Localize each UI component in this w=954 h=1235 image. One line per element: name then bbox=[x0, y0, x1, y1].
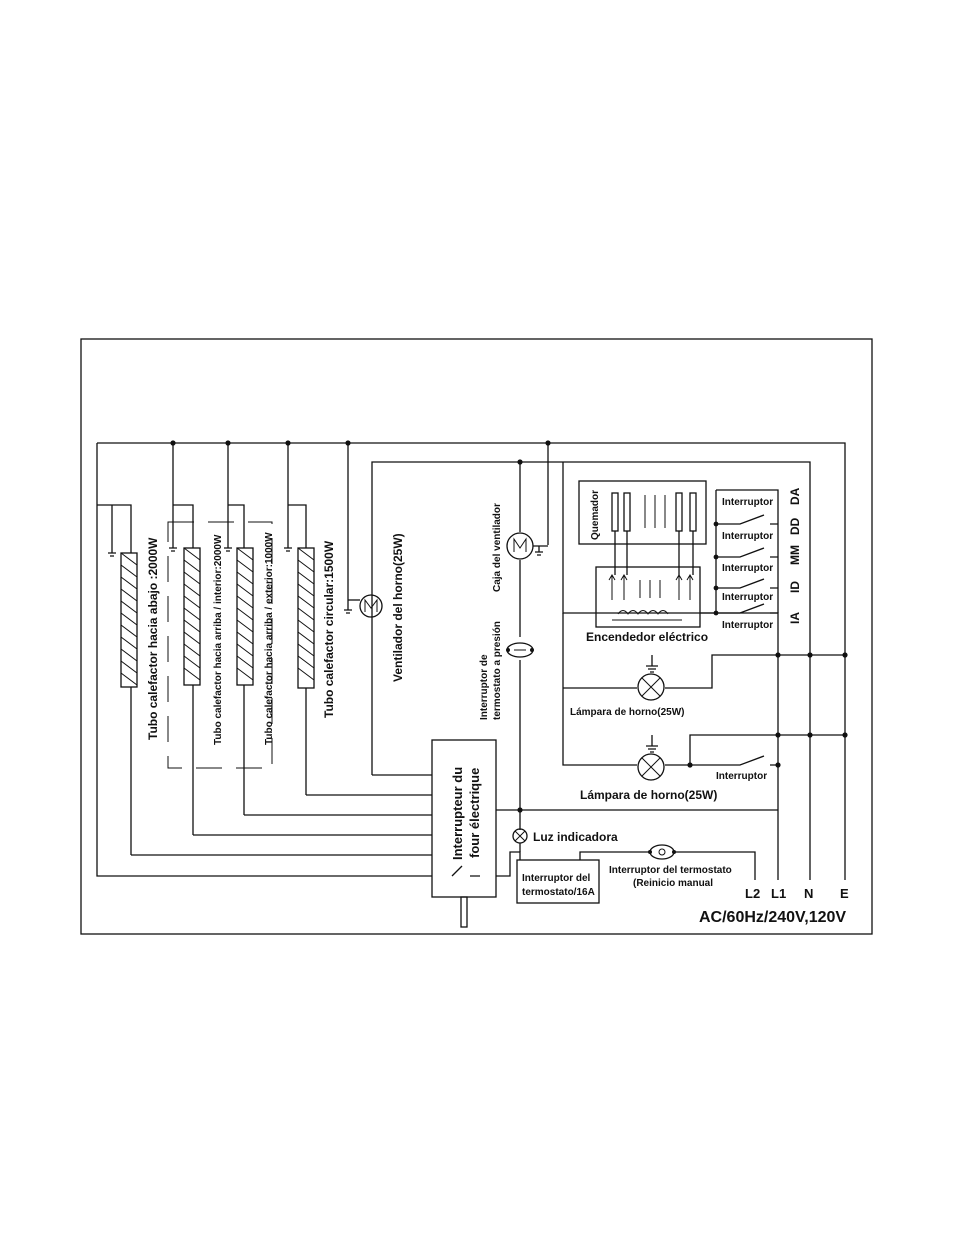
oven-lamp-icon-2 bbox=[637, 753, 665, 781]
lamp-label-1: Lámpara de horno(25W) bbox=[570, 707, 684, 718]
oven-switch-label-2: four électrique bbox=[467, 768, 482, 858]
terminal-e: E bbox=[840, 886, 849, 901]
thermostat-switch-box bbox=[516, 859, 600, 904]
diagram-frame bbox=[80, 338, 873, 935]
bus-wiring bbox=[96, 442, 846, 880]
switch-label-ia: Interruptor bbox=[722, 620, 773, 631]
heater-label-circular: Tubo calefactor circular:1500W bbox=[322, 540, 336, 718]
switch-label-mm: Interruptor bbox=[722, 563, 773, 574]
pressure-switch-label-1: Interruptor de bbox=[479, 654, 490, 720]
supply-rating-main: AC/60Hz/240V bbox=[699, 909, 806, 926]
switch-label-id: Interruptor bbox=[722, 592, 773, 603]
reset-thermostat-icon bbox=[648, 844, 676, 860]
fan-box-label: Caja del ventilador bbox=[492, 503, 503, 592]
heater-tubes bbox=[97, 504, 315, 855]
oven-fan-motor-icon bbox=[344, 594, 383, 618]
burner-assembly bbox=[578, 480, 707, 575]
igniter-label: Encendedor eléctrico bbox=[586, 630, 708, 644]
terminal-l2: L2 bbox=[745, 886, 760, 901]
oven-fan-label: Ventilador del horno(25W) bbox=[391, 533, 405, 682]
indicator-light-icon bbox=[512, 828, 528, 844]
igniter-unit bbox=[595, 566, 701, 628]
reset-thermostat-label-2: (Reinicio manual bbox=[633, 878, 713, 889]
oven-switch-label-1: Interrupteur du bbox=[450, 767, 465, 860]
heater-label-up-exterior: Tubo calefactor hacia arriba / exterior:… bbox=[264, 532, 275, 745]
switch-code-mm: MM bbox=[788, 545, 802, 565]
burner-label: Quemador bbox=[590, 490, 601, 540]
supply-rating-alt: ,120V bbox=[804, 909, 846, 926]
switch-code-ia: IA bbox=[788, 612, 802, 624]
pressure-switch-label-2: termostato a presión bbox=[492, 621, 503, 720]
indicator-light-label: Luz indicadora bbox=[533, 830, 618, 844]
terminal-l1: L1 bbox=[771, 886, 786, 901]
switch-code-da: DA bbox=[788, 487, 802, 505]
lamp-circuits bbox=[562, 613, 845, 766]
heater-label-down: Tubo calefactor hacia abajo :2000W bbox=[146, 537, 160, 740]
lamp-label-2: Lámpara de horno(25W) bbox=[580, 788, 717, 802]
switch-column bbox=[700, 489, 779, 616]
fan-box-motor-icon bbox=[506, 532, 548, 560]
supply-rating: AC/60Hz/240V,120V bbox=[699, 909, 846, 926]
terminal-n: N bbox=[804, 886, 813, 901]
heater-label-up-interior: Tubo calefactor hacia arriba / interior:… bbox=[213, 534, 224, 745]
thermostat-switch-label-2: termostato/16A bbox=[522, 887, 595, 898]
oven-switch-box bbox=[431, 739, 497, 928]
switch-code-dd: DD bbox=[788, 517, 802, 535]
oven-lamp-icon-1 bbox=[637, 673, 665, 701]
switch-label-da: Interruptor bbox=[722, 497, 773, 508]
lamp-switch-label: Interruptor bbox=[716, 771, 767, 782]
switch-code-id: ID bbox=[788, 581, 802, 593]
reset-thermostat-label-1: Interruptor del termostato bbox=[609, 865, 732, 876]
pressure-switch-icon bbox=[506, 642, 534, 658]
thermostat-switch-label-1: Interruptor del bbox=[522, 873, 591, 884]
switch-label-dd: Interruptor bbox=[722, 531, 773, 542]
